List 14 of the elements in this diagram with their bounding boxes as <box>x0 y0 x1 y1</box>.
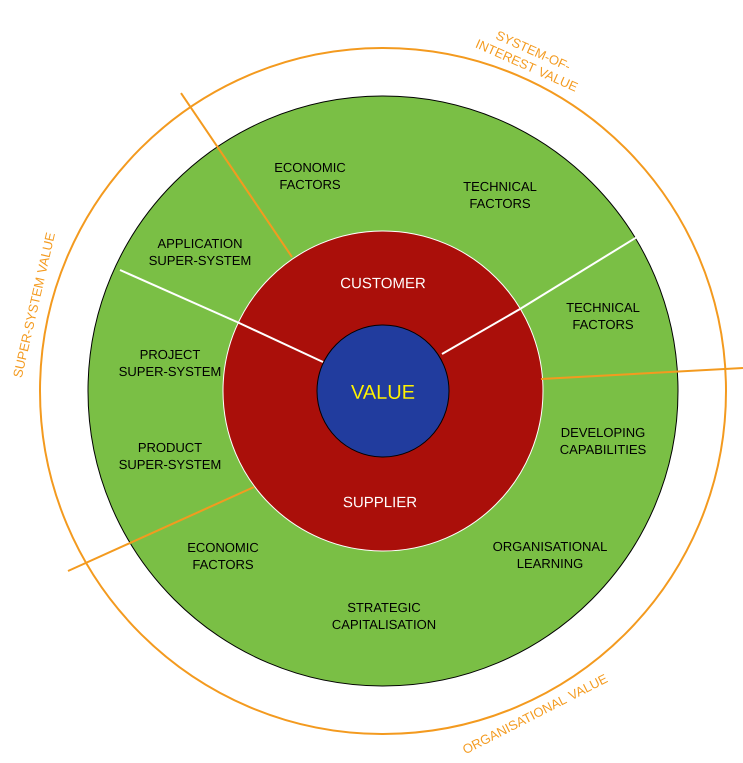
sector-label: DEVELOPING CAPABILITIES <box>560 428 646 454</box>
sector-label: ORGANISATIONAL LEARNING <box>493 542 607 568</box>
sector-label: STRATEGIC CAPITALISATION <box>332 602 436 630</box>
sector-label: TECHNICAL FACTORS <box>463 182 536 208</box>
ring-label: CUSTOMER <box>340 278 426 288</box>
sector-label: ECONOMIC FACTORS <box>188 542 258 570</box>
center-circle <box>316 324 450 458</box>
sector-label: APPLICATION SUPER-SYSTEM <box>149 238 250 266</box>
sector-label: PRODUCT SUPER-SYSTEM <box>119 442 220 470</box>
ring-label: SUPPLIER <box>344 496 416 508</box>
sector-label: TECHNICAL FACTORS <box>566 302 640 330</box>
sector-label: ECONOMIC FACTORS <box>275 162 346 190</box>
center-label: VALUE <box>351 385 414 399</box>
sector-label: PROJECT SUPER-SYSTEM <box>119 350 220 376</box>
